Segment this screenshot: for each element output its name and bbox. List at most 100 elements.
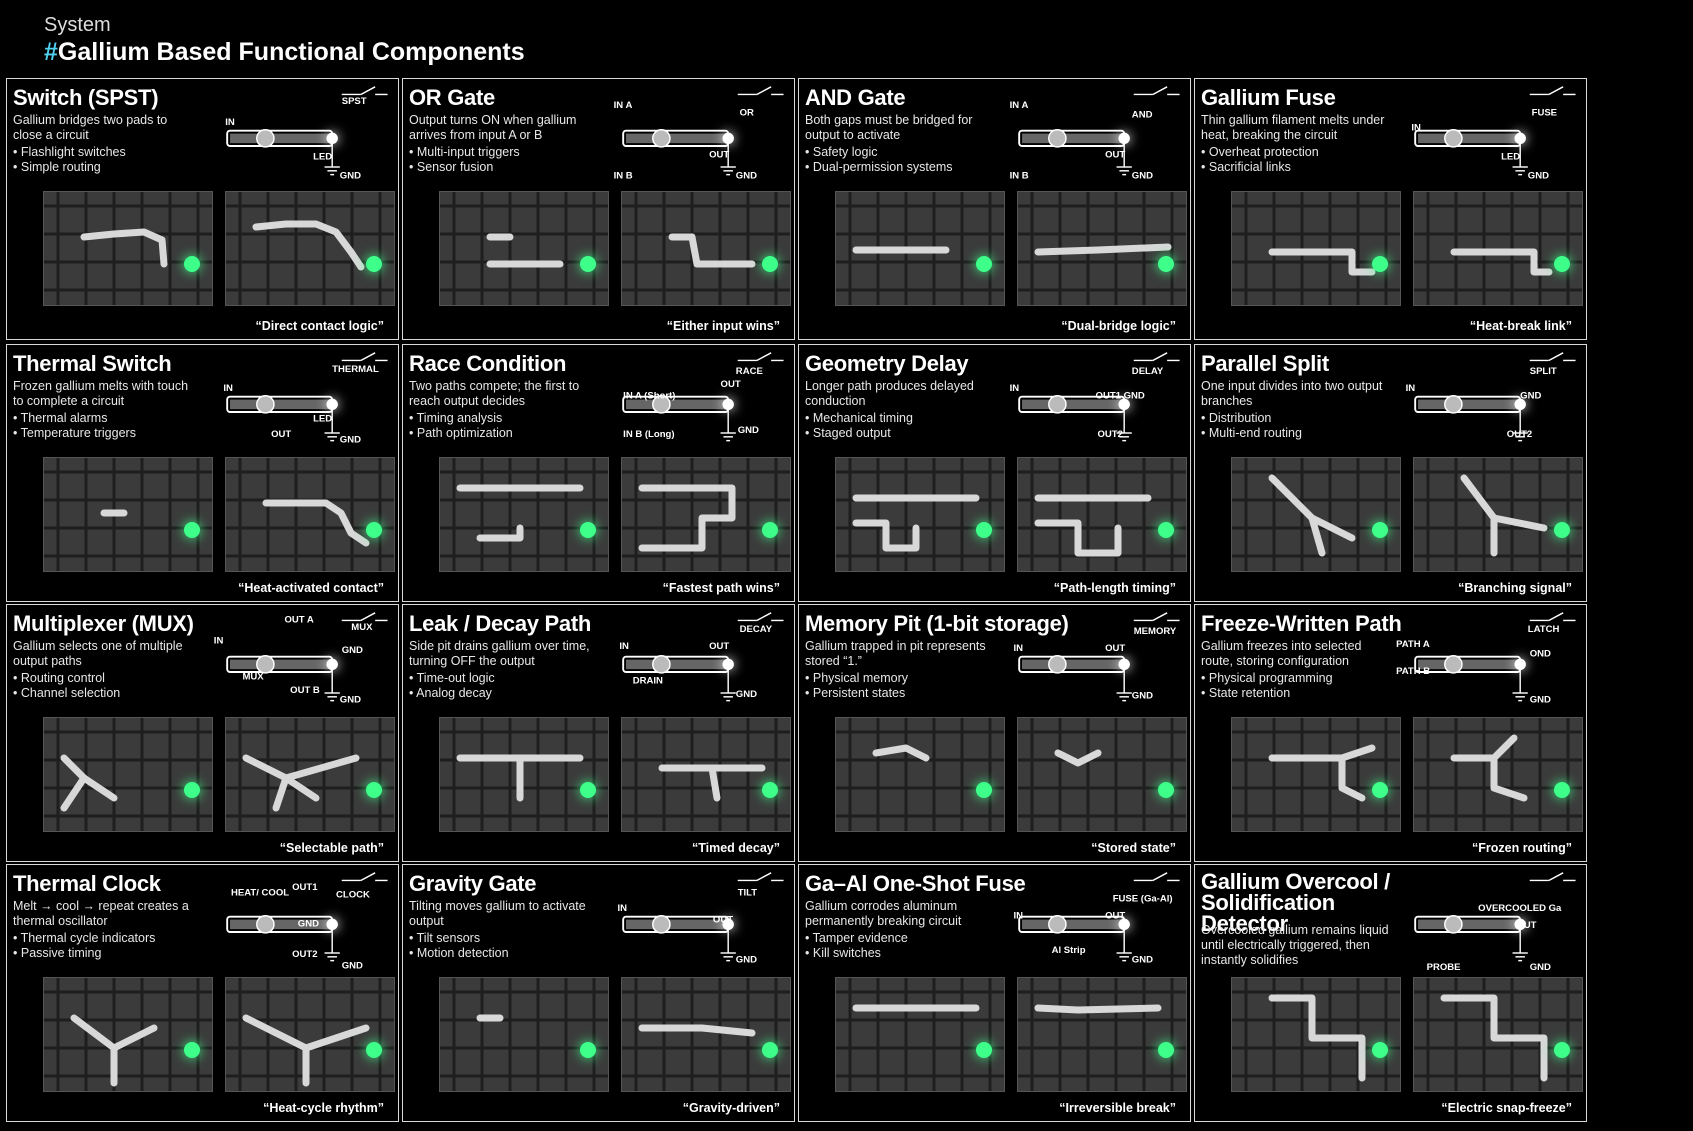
gallium-blob bbox=[256, 395, 275, 414]
gallium-blob bbox=[1048, 915, 1067, 934]
description-text: One input divides into two output branch… bbox=[1201, 379, 1383, 408]
grid-board bbox=[836, 458, 1004, 571]
card-description: Gallium bridges two pads to close a circ… bbox=[13, 113, 198, 175]
card-description: Both gaps must be bridged for output to … bbox=[805, 113, 990, 175]
use-case-item: Mechanical timing bbox=[805, 411, 990, 426]
gallium-trace bbox=[60, 774, 88, 812]
gallium-trace bbox=[1490, 754, 1528, 802]
card-title: Parallel Split bbox=[1201, 351, 1329, 376]
diagram-label: OR bbox=[740, 107, 754, 118]
diagram-label: IN bbox=[223, 383, 233, 394]
gallium-trace bbox=[282, 754, 360, 782]
card-description: Two paths compete; the first to reach ou… bbox=[409, 379, 594, 441]
use-case-item: Temperature triggers bbox=[13, 426, 198, 441]
led-glow-icon bbox=[762, 522, 778, 538]
component-symbol-icon bbox=[1529, 352, 1576, 362]
diagram-label: IN bbox=[619, 641, 629, 652]
photo-image bbox=[44, 718, 212, 831]
component-symbol-icon bbox=[1529, 86, 1576, 96]
gallium-trace bbox=[1034, 243, 1172, 256]
prototype-photo bbox=[439, 977, 609, 1092]
gallium-trace bbox=[708, 764, 721, 802]
description-text: Melt → cool → repeat creates a thermal o… bbox=[13, 899, 189, 928]
gallium-trace bbox=[852, 519, 920, 552]
description-text: Frozen gallium melts with touch to compl… bbox=[13, 379, 189, 408]
use-case-list: DistributionMulti-end routing bbox=[1201, 411, 1386, 441]
prototype-photo bbox=[1413, 457, 1583, 572]
diagram-label: OUT1 bbox=[292, 882, 318, 893]
diagram-label: DELAY bbox=[1132, 366, 1164, 377]
use-case-list: Multi-input triggersSensor fusion bbox=[409, 145, 594, 175]
card-caption: “Either input wins” bbox=[666, 319, 780, 333]
led-glow-icon bbox=[580, 522, 596, 538]
led-glow-icon bbox=[1158, 782, 1174, 798]
diagram-label: GND bbox=[342, 645, 363, 656]
card-description: Gallium selects one of multiple output p… bbox=[13, 639, 198, 701]
description-text: Gallium corrodes aluminum permanently br… bbox=[805, 899, 962, 928]
description-text: Thin gallium filament melts under heat, … bbox=[1201, 113, 1385, 142]
description-text: Two paths compete; the first to reach ou… bbox=[409, 379, 580, 408]
circuit-trace bbox=[1414, 655, 1522, 673]
prototype-photo bbox=[225, 457, 395, 572]
use-case-item: Timing analysis bbox=[409, 411, 594, 426]
circuit-trace bbox=[1414, 129, 1522, 147]
use-case-list: Mechanical timingStaged output bbox=[805, 411, 990, 441]
gallium-trace bbox=[80, 228, 168, 268]
use-case-item: Thermal alarms bbox=[13, 411, 198, 426]
diagram-label: OUT B bbox=[290, 685, 320, 696]
diagram-label: GND bbox=[1520, 391, 1541, 402]
photo-image bbox=[1232, 718, 1400, 831]
diagram-label: GND bbox=[1132, 955, 1153, 966]
diagram-label: LED bbox=[313, 414, 332, 425]
gallium-trace bbox=[476, 524, 524, 542]
led-glow-icon bbox=[1372, 256, 1388, 272]
use-case-list: Physical memoryPersistent states bbox=[805, 671, 990, 701]
photo-image bbox=[622, 718, 790, 831]
card-description: Side pit drains gallium over time, turni… bbox=[409, 639, 594, 701]
diagram-label: IN bbox=[225, 117, 235, 128]
diagram-label: OUT bbox=[721, 379, 741, 390]
led-glow-icon bbox=[976, 782, 992, 798]
card-caption: “Direct contact logic” bbox=[255, 319, 385, 333]
card-description: Gallium corrodes aluminum permanently br… bbox=[805, 899, 990, 961]
gallium-blob bbox=[1444, 655, 1463, 674]
diagram-label: GND bbox=[340, 170, 361, 181]
led-glow-icon bbox=[1158, 1042, 1174, 1058]
card-title: OR Gate bbox=[409, 85, 495, 110]
use-case-item: Distribution bbox=[1201, 411, 1386, 426]
card-caption: “Heat-activated contact” bbox=[238, 581, 384, 595]
component-symbol-icon bbox=[341, 352, 388, 362]
diagram-label: OUT bbox=[1105, 149, 1125, 160]
ground-icon bbox=[1116, 166, 1132, 176]
diagram-label: RACE bbox=[736, 366, 763, 377]
led-glow-icon bbox=[762, 1042, 778, 1058]
prototype-photo bbox=[621, 977, 791, 1092]
led-light-icon bbox=[722, 132, 734, 145]
gallium-blob bbox=[1048, 129, 1067, 148]
card-caption: “Irreversible break” bbox=[1059, 1101, 1176, 1115]
ground-icon bbox=[1116, 432, 1132, 442]
gallium-blob bbox=[652, 129, 671, 148]
diagram-label: SPST bbox=[342, 96, 367, 107]
diagram-label: OUT bbox=[709, 149, 729, 160]
gallium-blob bbox=[1444, 395, 1463, 414]
gallium-trace bbox=[1268, 994, 1366, 1082]
component-card: Switch (SPST)Gallium bridges two pads to… bbox=[6, 78, 399, 340]
component-card: Multiplexer (MUX)Gallium selects one of … bbox=[6, 604, 399, 862]
diagram-label: DRAIN bbox=[633, 675, 663, 686]
gallium-trace bbox=[252, 220, 365, 271]
prototype-photo bbox=[225, 191, 395, 306]
card-title: Geometry Delay bbox=[805, 351, 969, 376]
gallium-trace bbox=[1450, 248, 1553, 276]
photo-image bbox=[44, 978, 212, 1091]
photo-image bbox=[836, 458, 1004, 571]
gallium-trace bbox=[1034, 519, 1122, 557]
use-case-item: Tilt sensors bbox=[409, 931, 594, 946]
